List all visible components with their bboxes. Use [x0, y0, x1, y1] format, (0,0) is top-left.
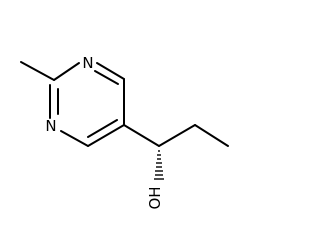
- bond-c5-chiral-carbon: [123, 124, 160, 147]
- molecule-canvas: N N OH: [20, 54, 229, 210]
- bond-chiral-ch2: [158, 124, 196, 147]
- atom-n-left: N: [45, 117, 56, 135]
- atom-n-top: N: [82, 54, 93, 72]
- bond-n1-c6-double: [94, 70, 119, 85]
- bond-c2-n1: [53, 62, 80, 81]
- bond-n1-c6: [96, 62, 125, 80]
- hashed-wedge-bond: [154, 150, 164, 180]
- atom-oh: OH: [146, 186, 164, 209]
- bond-ch2-ch3: [194, 124, 229, 147]
- bond-c5-c4-double: [87, 119, 118, 138]
- bond-c2-methyl: [20, 61, 55, 81]
- bond-c5-c4: [87, 124, 125, 147]
- bond-c4-n3: [60, 130, 89, 147]
- molecule-structure: N N OH: [20, 54, 229, 210]
